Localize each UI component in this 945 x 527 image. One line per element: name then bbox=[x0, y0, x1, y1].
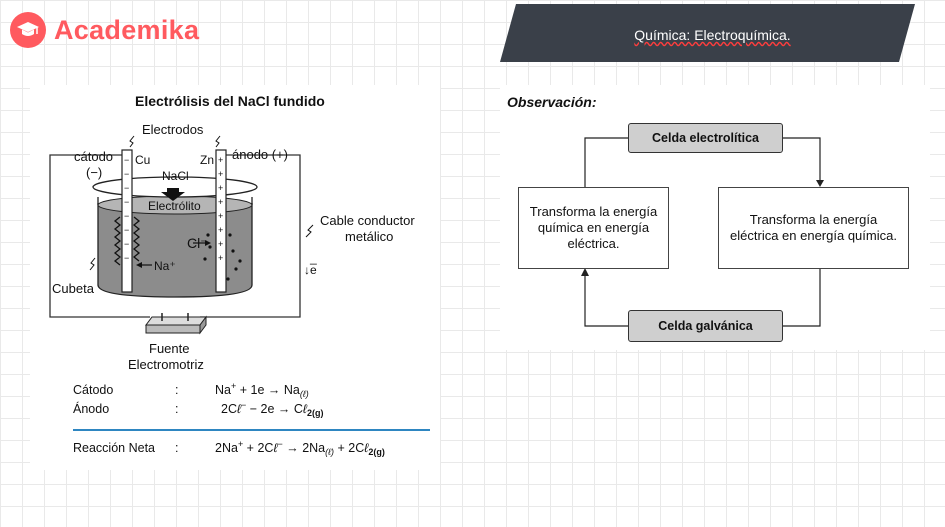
topic-banner: Química: Electroquímica. bbox=[500, 4, 915, 62]
svg-text:−: − bbox=[124, 253, 129, 263]
graduation-cap-icon bbox=[10, 12, 46, 48]
label-cubeta: Cubeta bbox=[52, 281, 94, 296]
label-catodo: cátodo bbox=[74, 149, 114, 164]
svg-text:−: − bbox=[124, 211, 129, 221]
diagram-title: Electrólisis del NaCl fundido bbox=[135, 93, 325, 109]
electrolysis-diagram: − − − − − − − − + + + + + + + + bbox=[49, 135, 314, 335]
svg-text:−: − bbox=[124, 239, 129, 249]
eq-neta-label: Reacción Neta bbox=[73, 441, 155, 455]
label-na-ion: Na⁺ bbox=[154, 259, 176, 273]
eq-catodo-colon: : bbox=[175, 383, 179, 397]
svg-text:+: + bbox=[218, 211, 223, 221]
label-electrodos: Electrodos bbox=[142, 122, 204, 137]
eq-catodo: Na+ + 1e → Na(ℓ) bbox=[215, 381, 309, 399]
eq-neta-colon: : bbox=[175, 441, 179, 455]
eq-anodo-label: Ánodo bbox=[73, 402, 110, 416]
observation-panel: Observación: Celda electrolítica Transfo… bbox=[500, 85, 930, 350]
eq-anodo: 2Cℓ− − 2e → Cℓ2(g) bbox=[221, 400, 324, 418]
svg-text:+: + bbox=[218, 155, 223, 165]
svg-text:−: − bbox=[124, 225, 129, 235]
label-cable-2: metálico bbox=[345, 229, 394, 244]
svg-text:+: + bbox=[218, 197, 223, 207]
topic-title: Química: Electroquímica. bbox=[634, 27, 791, 43]
electrolysis-panel: Electrólisis del NaCl fundido − − − − − − − − … bbox=[30, 85, 440, 470]
label-cl-ion: Cl⁻ bbox=[187, 235, 208, 251]
svg-text:−: − bbox=[124, 197, 129, 207]
eq-neta: 2Na+ + 2Cℓ− → 2Na(ℓ) + 2Cℓ2(g) bbox=[215, 439, 385, 457]
equation-divider bbox=[73, 429, 430, 431]
label-nacl: NaCl bbox=[162, 169, 189, 183]
eq-catodo-label: Cátodo bbox=[73, 383, 114, 397]
cycle-diagram bbox=[581, 137, 824, 327]
box-quimica-a-electrica: Transforma la energía química en energía… bbox=[518, 187, 669, 269]
svg-text:+: + bbox=[218, 239, 223, 249]
svg-text:−: − bbox=[124, 183, 129, 193]
label-electron-flow: ↓e̅ bbox=[304, 263, 317, 277]
observacion-heading: Observación: bbox=[507, 94, 597, 110]
svg-text:−: − bbox=[124, 155, 129, 165]
label-fuente-2: Electromotriz bbox=[128, 357, 204, 372]
svg-text:−: − bbox=[124, 169, 129, 179]
label-anodo: ánodo (+) bbox=[232, 147, 289, 162]
label-electrolito: Electrólito bbox=[148, 199, 201, 213]
box-celda-electrolitica: Celda electrolítica bbox=[628, 123, 783, 153]
box-celda-galvanica: Celda galvánica bbox=[628, 310, 783, 342]
svg-text:+: + bbox=[218, 169, 223, 179]
svg-text:+: + bbox=[218, 253, 223, 263]
label-fuente: Fuente bbox=[149, 341, 190, 356]
box-electrica-a-quimica: Transforma la energía eléctrica en energ… bbox=[718, 187, 909, 269]
svg-text:+: + bbox=[218, 225, 223, 235]
academika-logo[interactable]: Academika bbox=[10, 10, 199, 50]
eq-anodo-colon: : bbox=[175, 402, 179, 416]
brand-name: Academika bbox=[54, 14, 200, 45]
label-cable: Cable conductor bbox=[320, 213, 415, 228]
label-cu: Cu bbox=[135, 153, 151, 167]
label-catodo-sign: (−) bbox=[86, 165, 103, 180]
label-zn: Zn bbox=[200, 153, 215, 167]
svg-text:+: + bbox=[218, 183, 223, 193]
